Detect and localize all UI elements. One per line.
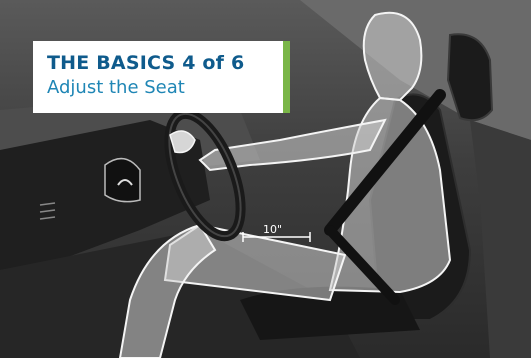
section-subtitle: Adjust the Seat — [47, 75, 283, 101]
title-card: THE BASICS 4 of 6 Adjust the Seat — [33, 41, 290, 113]
section-title: THE BASICS 4 of 6 — [47, 51, 283, 75]
distance-label: 10" — [263, 223, 282, 236]
driver-head — [364, 13, 422, 100]
car-pillar — [470, 120, 531, 358]
